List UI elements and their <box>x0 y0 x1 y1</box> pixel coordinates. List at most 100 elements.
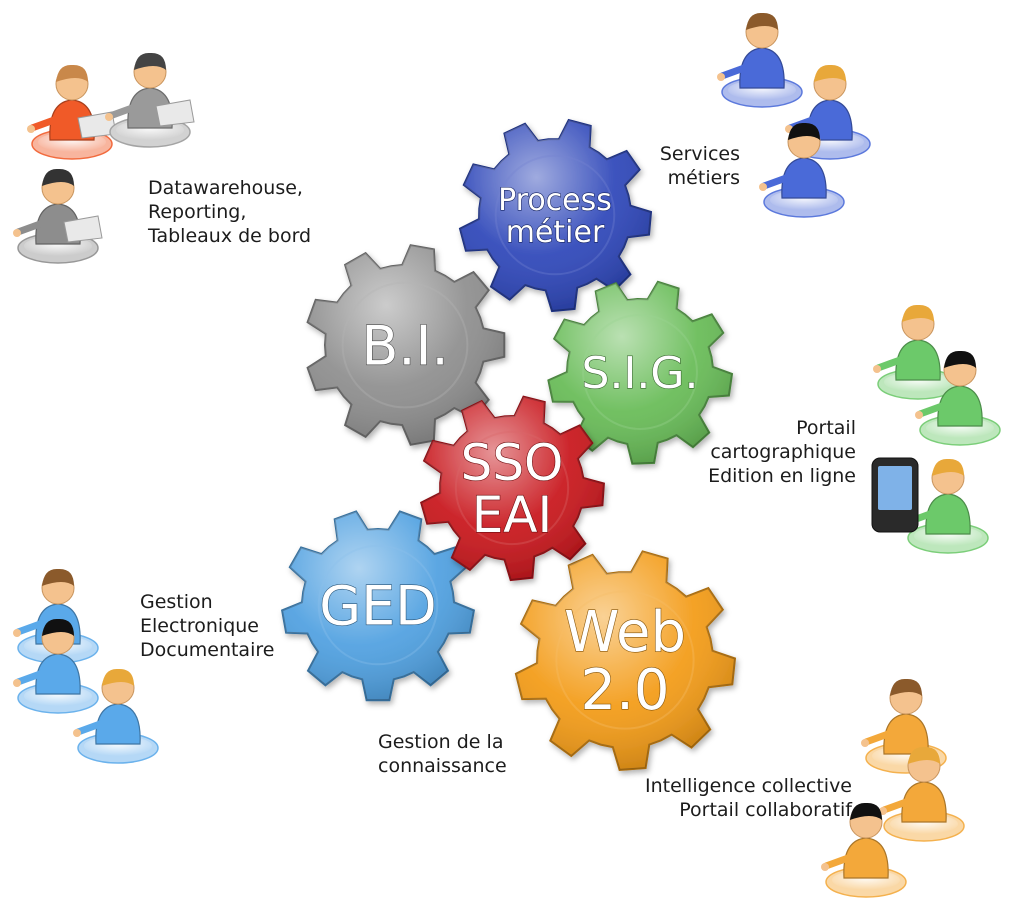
caption-sig-line-3: Edition en ligne <box>708 465 856 487</box>
gear-process-label-1: Process <box>498 183 612 218</box>
web-person-1-hand <box>861 739 869 747</box>
caption-sig-line-1: Portail <box>796 417 856 439</box>
web-person-2 <box>879 746 965 842</box>
process-person-1-arm <box>718 64 748 80</box>
bi-person-2 <box>105 52 195 148</box>
gear-sso-shine <box>421 396 604 580</box>
ged-person-3-hair <box>102 668 134 686</box>
process-person-3-arm <box>760 174 790 190</box>
mobile-device-icon <box>871 457 919 533</box>
gear-process-label-2: métier <box>506 215 605 250</box>
gear-sig-shine <box>548 281 732 464</box>
gear-ged-ring <box>317 544 439 666</box>
sig-person-1 <box>873 304 959 400</box>
process-person-1-hair <box>746 12 778 30</box>
sig-person-1-hair <box>902 304 934 322</box>
ged-person-3 <box>73 668 159 764</box>
gear-bi-shine <box>307 245 505 445</box>
gear-sso-label-2: EAI <box>472 486 553 544</box>
gear-web-label-1: Web <box>564 600 686 665</box>
ged-person-2-hand <box>13 679 21 687</box>
caption-process-line-2: métiers <box>667 167 740 189</box>
gear-sso-ring <box>454 430 570 546</box>
caption-sig: Portail cartographique Edition en ligne <box>700 416 856 488</box>
caption-ged-line-3: Documentaire <box>140 639 275 661</box>
sig-person-1-arm <box>874 356 904 372</box>
caption-process-line-1: Services <box>659 143 740 165</box>
gear-web-label-2: 2.0 <box>580 658 669 723</box>
gear-web-ring <box>555 590 695 730</box>
caption-sig-line-2: cartographique <box>710 441 856 463</box>
ged-person-2-hair <box>42 618 74 636</box>
caption-knowledge: Gestion de la connaissance <box>378 730 507 778</box>
bi-person-3-hand <box>13 229 21 237</box>
gear-ged-shine <box>282 511 474 701</box>
process-person-1 <box>717 12 803 108</box>
ged-person-2 <box>13 618 99 714</box>
caption-bi-line-1: Datawarehouse, <box>148 177 303 199</box>
gear-bi-ring <box>341 281 469 409</box>
bi-person-2-arm <box>106 104 136 120</box>
bi-person-3 <box>13 168 103 264</box>
gear-process-ring <box>494 154 616 276</box>
sig-person-2-hand <box>915 411 923 419</box>
gear-sig-label-1: S.I.G. <box>582 348 699 399</box>
gear-bi: B.I. <box>306 244 506 446</box>
gear-bi-label-1: B.I. <box>361 314 448 377</box>
process-person-3 <box>759 122 845 218</box>
gear-web-shine <box>515 551 735 770</box>
gear-process-shine <box>460 120 651 311</box>
ged-person-1-hair <box>42 568 74 586</box>
web-person-3 <box>821 802 907 898</box>
sig-person-3-hair <box>932 458 964 476</box>
gear-sig-ring <box>582 314 698 430</box>
web-person-1-hair <box>890 678 922 696</box>
caption-bi-line-2: Reporting, <box>148 201 247 223</box>
caption-ged: Gestion Electronique Documentaire <box>140 590 274 662</box>
caption-ged-line-2: Electronique <box>140 615 260 637</box>
ged-person-2-arm <box>14 670 44 686</box>
caption-web-line-1: Intelligence collective <box>644 775 852 797</box>
process-person-1-hand <box>717 73 725 81</box>
caption-bi-line-3: Tableaux de bord <box>148 225 312 247</box>
ged-person-3-arm <box>74 720 104 736</box>
sig-person-3 <box>903 458 989 554</box>
ged-person-1-hand <box>13 629 21 637</box>
people-layer <box>13 12 1001 898</box>
web-person-1-arm <box>862 730 892 746</box>
bi-person-1-hand <box>27 125 35 133</box>
bi-person-3-arm <box>14 220 44 236</box>
web-person-3-arm <box>822 854 852 870</box>
bi-person-2-laptop <box>155 99 195 127</box>
caption-knowledge-line-1: Gestion de la <box>378 731 504 753</box>
sig-person-2-hair <box>944 350 976 368</box>
process-person-3-hair <box>788 122 820 140</box>
caption-knowledge-line-2: connaissance <box>378 755 507 777</box>
gear-ged: GED <box>280 510 476 702</box>
caption-bi: Datawarehouse, Reporting, Tableaux de bo… <box>148 176 311 248</box>
gear-ged-label-1: GED <box>319 574 437 637</box>
bi-person-2-hand <box>105 113 113 121</box>
bi-person-3-laptop <box>63 215 103 243</box>
web-person-3-hand <box>821 863 829 871</box>
caption-web-line-2: Portail collaboratif <box>679 799 852 821</box>
web-person-3-hair <box>850 802 882 820</box>
bi-person-1 <box>27 64 117 160</box>
process-person-3-hand <box>759 183 767 191</box>
sig-person-2 <box>915 350 1001 446</box>
gear-sso-label-1: SSO <box>461 434 564 492</box>
bi-person-3-hair <box>42 168 74 186</box>
gear-sig: S.I.G. <box>547 280 734 465</box>
caption-ged-line-1: Gestion <box>140 591 213 613</box>
bi-person-1-arm <box>28 116 58 132</box>
caption-web: Intelligence collective Portail collabor… <box>608 774 852 822</box>
caption-process: Services métiers <box>648 142 740 190</box>
sig-person-2-arm <box>916 402 946 418</box>
ged-person-1-arm <box>14 620 44 636</box>
ged-person-3-hand <box>73 729 81 737</box>
